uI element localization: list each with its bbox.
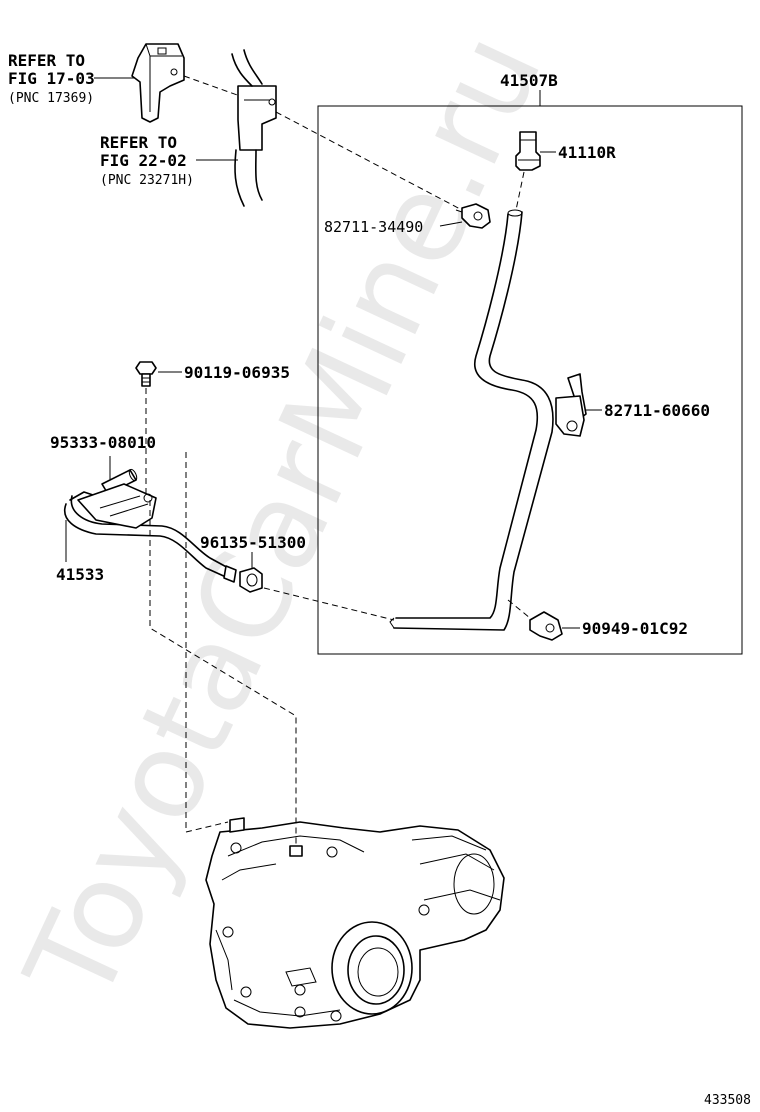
bolt-90119-06935: [135, 361, 157, 387]
plug-41110R: [515, 131, 541, 171]
label-41533: 41533: [56, 565, 104, 584]
reference-hose-fig-22-02: [231, 49, 277, 207]
pipe-41533: [63, 483, 237, 583]
link-clamp-hose: [263, 587, 395, 621]
clip-82711-60660: [555, 373, 587, 437]
assembly-box: [317, 105, 743, 655]
reference-bracket-fig-17-03: [131, 43, 185, 123]
figure-number: 433508: [704, 1093, 751, 1108]
ref1-line3: (PNC 17369): [8, 91, 94, 106]
link-plug-hose: [515, 171, 525, 211]
assembly-label: 41507B: [500, 71, 558, 90]
differential-housing: [205, 817, 505, 1029]
leader-82711-34490: [439, 221, 463, 227]
ref2-line3: (PNC 23271H): [100, 173, 194, 188]
link-pipe-housing-a: [149, 500, 297, 852]
label-82711-34490: 82711-34490: [324, 218, 423, 236]
watermark: ToyotaCarMine.ru: [0, 13, 569, 1023]
link-ref-to-clamp: [183, 75, 463, 211]
label-41110R: 41110R: [558, 143, 616, 162]
ref2-line1: REFER TO: [100, 133, 177, 152]
clip-90949-01C92: [529, 611, 563, 641]
label-90119-06935: 90119-06935: [184, 363, 290, 382]
link-pipe-housing-b: [185, 452, 229, 833]
label-96135-51300: 96135-51300: [200, 533, 306, 552]
ref2-line2: FIG 22-02: [100, 151, 187, 170]
label-95333-08010: 95333-08010: [50, 433, 156, 452]
ref1-line1: REFER TO: [8, 51, 85, 70]
clamp-82711-34490: [455, 203, 491, 229]
clamp-96135-51300: [239, 567, 263, 593]
label-90949-01C92: 90949-01C92: [582, 619, 688, 638]
link-hose-clip: [507, 599, 531, 619]
label-82711-60660: 82711-60660: [604, 401, 710, 420]
ref1-line2: FIG 17-03: [8, 69, 95, 88]
